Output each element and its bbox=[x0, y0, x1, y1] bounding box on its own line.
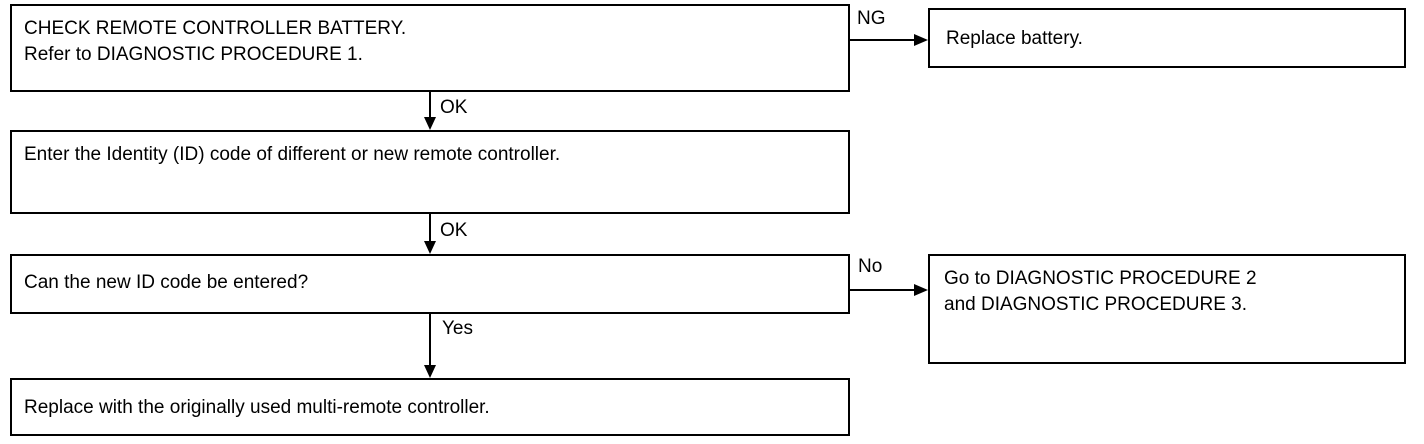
ok2-connector-line bbox=[429, 214, 431, 242]
no-arrowhead bbox=[914, 284, 928, 296]
ok1-arrowhead bbox=[424, 117, 436, 130]
goto-procedures-text: Go to DIAGNOSTIC PROCEDURE 2 and DIAGNOS… bbox=[944, 268, 1257, 315]
replace-original-box: Replace with the originally used multi-r… bbox=[10, 378, 850, 436]
replace-battery-box: Replace battery. bbox=[928, 8, 1406, 68]
ok1-label: OK bbox=[440, 97, 468, 118]
ng-label: NG bbox=[857, 8, 886, 29]
check-battery-box: CHECK REMOTE CONTROLLER BATTERY. Refer t… bbox=[10, 4, 850, 92]
ok2-arrowhead bbox=[424, 241, 436, 254]
yes-connector-line bbox=[429, 314, 431, 366]
replace-battery-text: Replace battery. bbox=[946, 28, 1083, 49]
replace-original-text: Replace with the originally used multi-r… bbox=[24, 397, 490, 418]
can-enter-text: Can the new ID code be entered? bbox=[24, 272, 309, 293]
enter-id-box: Enter the Identity (ID) code of differen… bbox=[10, 130, 850, 214]
check-battery-text: CHECK REMOTE CONTROLLER BATTERY. Refer t… bbox=[24, 18, 407, 65]
no-label: No bbox=[858, 256, 883, 277]
yes-arrowhead bbox=[424, 365, 436, 378]
ng-arrowhead bbox=[914, 34, 928, 46]
enter-id-text: Enter the Identity (ID) code of differen… bbox=[24, 144, 561, 165]
can-enter-box: Can the new ID code be entered? bbox=[10, 254, 850, 314]
yes-label: Yes bbox=[442, 318, 473, 339]
ok2-label: OK bbox=[440, 220, 468, 241]
ok1-connector-line bbox=[429, 92, 431, 118]
goto-procedures-box: Go to DIAGNOSTIC PROCEDURE 2 and DIAGNOS… bbox=[928, 254, 1406, 364]
ng-connector-line bbox=[850, 39, 914, 41]
no-connector-line bbox=[850, 289, 914, 291]
